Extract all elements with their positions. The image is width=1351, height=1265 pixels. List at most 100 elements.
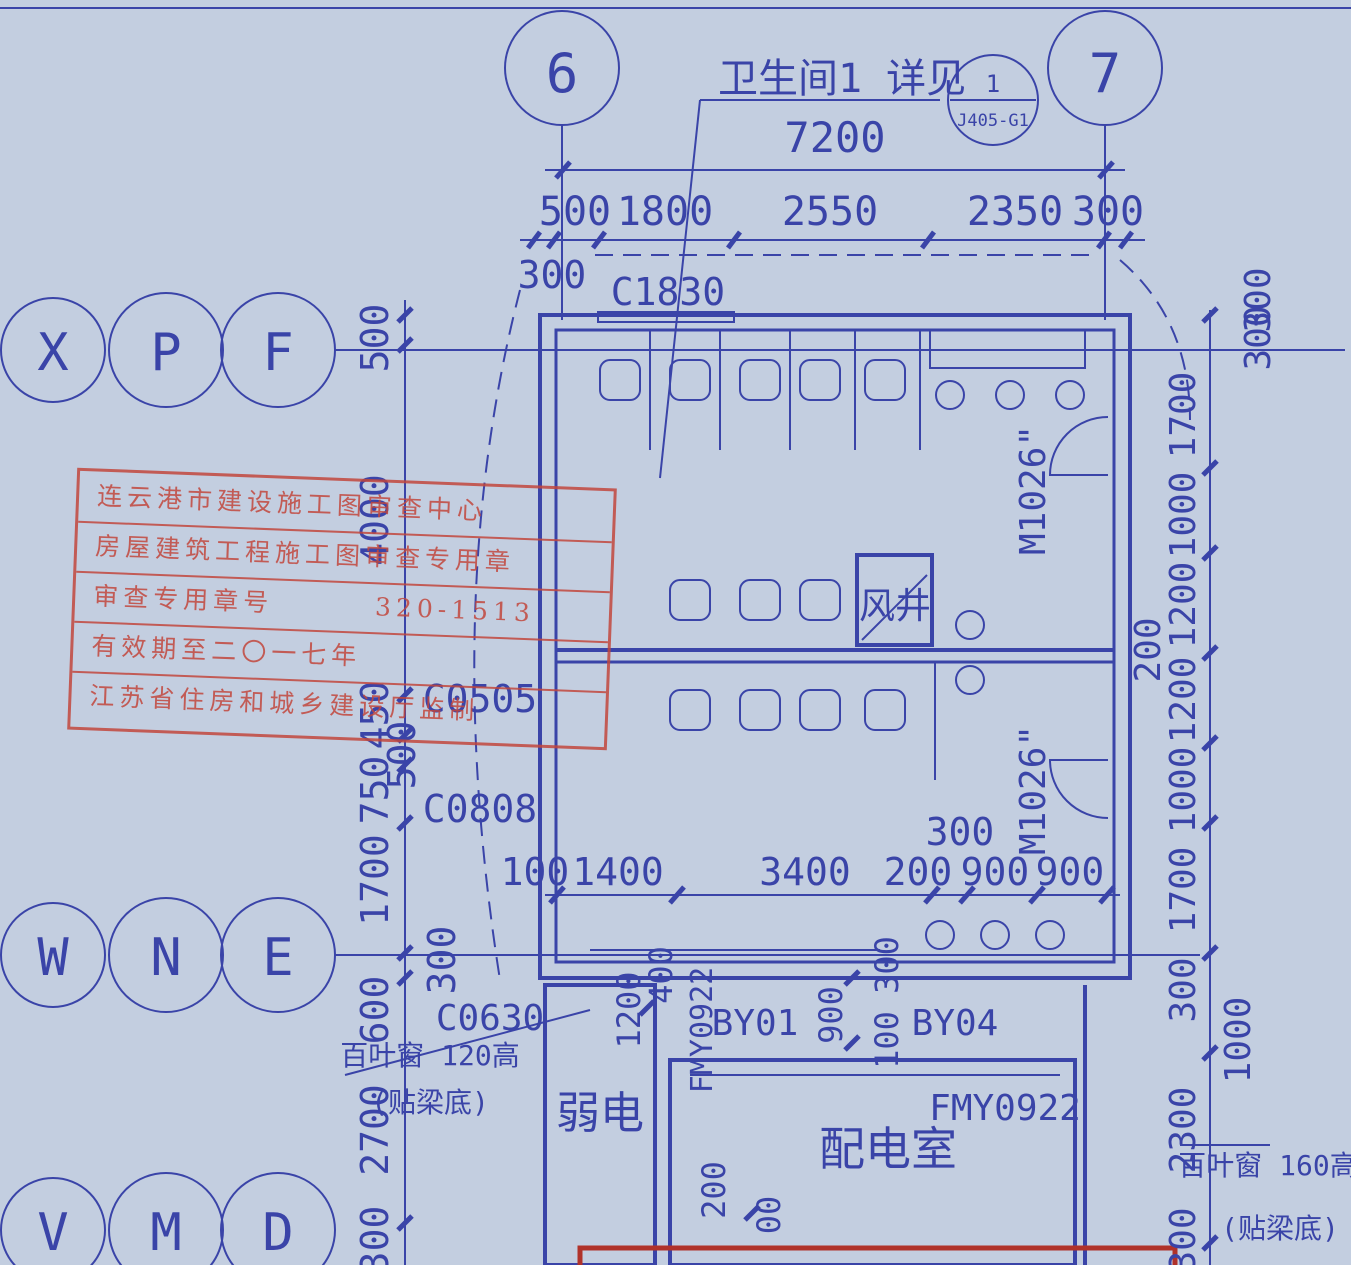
label-power-room: 配电室	[819, 1122, 957, 1176]
dim-top-3: 2350	[967, 189, 1063, 235]
axis-bubble-w	[0, 902, 106, 1008]
dim-left-3: 500	[380, 721, 424, 790]
dim-top-2: 2550	[782, 189, 878, 235]
dim-bottom-3: 200	[884, 850, 953, 894]
dim-right-8: 300	[1163, 957, 1204, 1022]
dim-left-0: 500	[353, 304, 397, 373]
dim-left-2: 450	[353, 681, 397, 750]
label-m1026-lower: M1026"	[1013, 725, 1054, 855]
dim-bottom-5: 900	[1036, 850, 1105, 894]
dim-top-offset: 300	[518, 253, 587, 297]
dim-right-2: 1700	[1163, 372, 1204, 459]
right-vertical-dims: 300 300 1700 1000 1200 1200 1000 1700 30…	[1128, 267, 1279, 1265]
review-stamp: 连云港市建设施工图审查中心 房屋建筑工程施工图审查专用章 审查专用章号 320-…	[67, 467, 617, 751]
dim-inner-0: 1200	[610, 971, 648, 1048]
stamp-code: 320-1513	[374, 592, 536, 628]
dim-right-10: 2300	[1163, 1087, 1204, 1174]
shaft-diagonal	[861, 574, 928, 641]
label-louver-right-note: (贴梁底)	[1221, 1212, 1339, 1245]
dim-right-1: 300	[1238, 267, 1279, 332]
ventilation-shaft	[855, 553, 934, 647]
dim-inner-6: 00	[750, 1196, 788, 1235]
axis-bubble-m	[108, 1172, 224, 1265]
label-fmy0922-2: FMY0922	[929, 1088, 1081, 1129]
door-m1026-upper	[1048, 416, 1109, 476]
inner-small-dims: 1200 400 900 100 300 200 00	[610, 936, 906, 1234]
title-leader	[659, 99, 701, 479]
axis-bubble-n	[108, 897, 224, 1013]
dim-right-4: 1200	[1163, 562, 1204, 649]
dim-right-mid: 200	[1128, 617, 1169, 682]
dim-left-6: 600	[353, 976, 397, 1045]
detail-ref-number: 1	[986, 70, 1000, 98]
dim-left-1: 4000	[353, 474, 397, 566]
power-room	[668, 1058, 1077, 1265]
left-vertical-dims: 500 4000 450 500 750 1700 600 300 2700 3…	[353, 304, 464, 1265]
axis-bubble-v	[0, 1177, 106, 1265]
label-c0505: C0505	[423, 677, 537, 721]
label-by01: BY01	[712, 1003, 799, 1044]
detail-note: 卫生间1 详见	[718, 56, 966, 102]
bottom-fixtures	[590, 920, 1065, 951]
dashed-arc-right	[1119, 259, 1191, 421]
label-weak-current: 弱电	[556, 1088, 644, 1139]
dim-inner-1: 400	[642, 946, 680, 1004]
lower-stalls	[669, 579, 985, 780]
restroom-outer-wall	[538, 313, 1132, 980]
dim-left-5: 1700	[353, 834, 397, 926]
red-highlight-box	[577, 1245, 1178, 1265]
window-c1830-frame	[597, 311, 735, 323]
axis-label-e: E	[262, 928, 293, 988]
label-fmy0922-1: FMY0922	[685, 967, 720, 1093]
dim-top-4: 300	[1072, 189, 1144, 235]
dim-right-7: 1700	[1163, 847, 1204, 934]
label-m1026-upper: M1026"	[1013, 425, 1054, 555]
axis-label-v: V	[37, 1203, 68, 1263]
door-m1026-lower	[1048, 759, 1109, 819]
dim-right-3: 1000	[1163, 472, 1204, 559]
axis-label-7: 7	[1089, 42, 1122, 105]
dim-inner-4: 300	[868, 936, 906, 994]
detail-ref-bubble	[947, 54, 1039, 146]
counter-top	[929, 329, 1086, 369]
stamp-label: 审查专用章号	[92, 581, 274, 618]
dim-total: 7200	[784, 113, 885, 162]
axis-label-n: N	[150, 928, 181, 988]
dim-right-0: 300	[1238, 305, 1279, 370]
dim-right-5: 1200	[1163, 657, 1204, 744]
axis-label-w: W	[37, 928, 69, 988]
dashed-arc-left	[473, 289, 521, 981]
dim-left-4: 750	[353, 756, 397, 825]
axis-bubble-p	[108, 292, 224, 408]
dim-right-11: 300	[1163, 1207, 1204, 1265]
dim-bottom-4: 900	[961, 850, 1030, 894]
label-louver-right: 百叶窗 160高	[1178, 1149, 1351, 1182]
axis-label-d: D	[262, 1203, 293, 1263]
dim-ticks	[396, 160, 1219, 1252]
dim-top-1: 1800	[617, 189, 713, 235]
dim-top-0: 500	[539, 189, 611, 235]
axis-label-6: 6	[546, 42, 579, 105]
axis-label-x: X	[37, 323, 68, 383]
dim-left-7: 300	[420, 926, 464, 995]
axis-bubble-x	[0, 297, 106, 403]
axis-label-p: P	[150, 323, 181, 383]
dim-inner-5: 200	[695, 1161, 733, 1219]
dim-bottom-2: 3400	[759, 850, 851, 894]
dim-left-9: 300	[353, 1206, 397, 1265]
label-louver-left: 百叶窗 120高	[340, 1039, 519, 1072]
dim-right-9: 1000	[1218, 997, 1259, 1084]
axis-label-m: M	[150, 1203, 181, 1263]
louver-left-leader	[344, 1009, 591, 1076]
dim-bottom-1: 1400	[572, 850, 664, 894]
dim-bottom-0: 100	[501, 850, 570, 894]
axis-bubble-d	[220, 1172, 336, 1265]
label-shaft: 风井	[859, 586, 931, 627]
axis-label-f: F	[262, 323, 293, 383]
detail-ref-sheet: J405-G1	[957, 111, 1029, 131]
dim-inner-2: 900	[812, 986, 850, 1044]
dim-inner-3: 100	[868, 1011, 906, 1069]
upper-stalls	[599, 330, 1085, 450]
label-louver-left-note: (贴梁底)	[371, 1086, 489, 1119]
